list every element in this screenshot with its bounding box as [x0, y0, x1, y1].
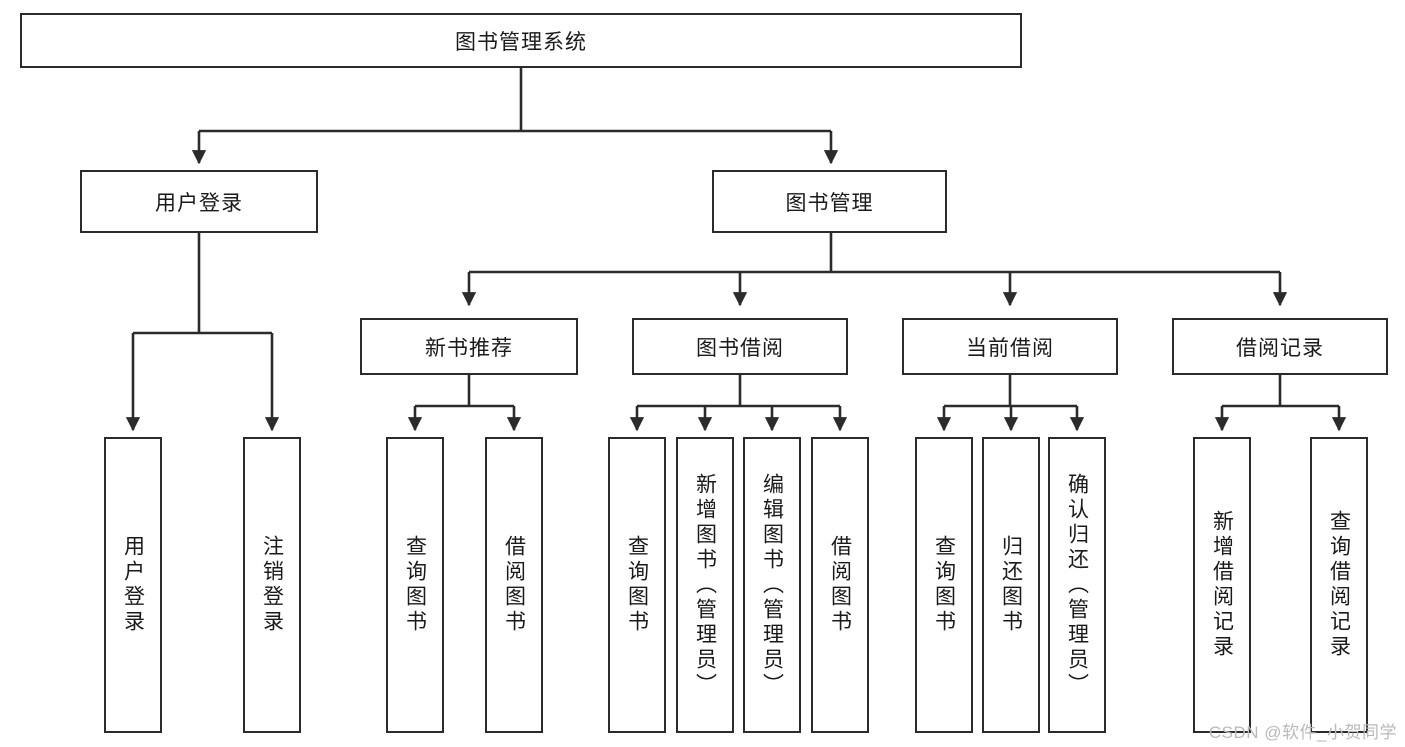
- leaf-current-borrow-confirm-return-admin[interactable]: 确认归还（管理员）: [1048, 437, 1106, 733]
- leaf-current-borrow-return-book[interactable]: 归还图书: [982, 437, 1040, 733]
- leaf-user-login-login[interactable]: 用户登录: [104, 437, 162, 733]
- leaf-borrow-record-query-record[interactable]: 查询借阅记录: [1310, 437, 1368, 733]
- leaf-label: 查询图书: [932, 535, 956, 635]
- node-new-book-recommend[interactable]: 新书推荐: [360, 318, 578, 375]
- leaf-label: 查询图书: [625, 535, 649, 635]
- leaf-label: 归还图书: [999, 535, 1023, 635]
- leaf-new-book-query-book[interactable]: 查询图书: [386, 437, 444, 733]
- leaf-label: 查询借阅记录: [1327, 510, 1351, 660]
- node-book-management[interactable]: 图书管理: [712, 170, 947, 233]
- node-label: 图书管理系统: [455, 30, 587, 54]
- leaf-book-borrow-add-book-admin[interactable]: 新增图书（管理员）: [676, 437, 734, 733]
- leaf-label: 注销登录: [260, 535, 284, 635]
- leaf-label: 借阅图书: [502, 535, 526, 635]
- node-label: 图书借阅: [696, 336, 784, 360]
- leaf-user-login-logout[interactable]: 注销登录: [243, 437, 301, 733]
- node-book-borrow[interactable]: 图书借阅: [632, 318, 848, 375]
- leaf-borrow-record-add-record[interactable]: 新增借阅记录: [1193, 437, 1251, 733]
- node-current-borrow[interactable]: 当前借阅: [902, 318, 1118, 375]
- node-label: 图书管理: [785, 191, 874, 215]
- watermark: CSDN @软件_小贺同学: [1208, 723, 1397, 742]
- leaf-book-borrow-borrow-book[interactable]: 借阅图书: [811, 437, 869, 733]
- leaf-label: 新增图书（管理员）: [693, 472, 717, 698]
- node-label: 当前借阅: [966, 336, 1054, 360]
- leaf-current-borrow-query-book[interactable]: 查询图书: [915, 437, 973, 733]
- leaf-label: 借阅图书: [828, 535, 852, 635]
- leaf-book-borrow-query-book[interactable]: 查询图书: [608, 437, 666, 733]
- leaf-label: 确认归还（管理员）: [1065, 472, 1089, 698]
- leaf-book-borrow-edit-book-admin[interactable]: 编辑图书（管理员）: [743, 437, 801, 733]
- node-root-book-management-system[interactable]: 图书管理系统: [20, 13, 1022, 68]
- leaf-new-book-borrow-book[interactable]: 借阅图书: [485, 437, 543, 733]
- leaf-label: 编辑图书（管理员）: [760, 472, 784, 698]
- node-label: 用户登录: [155, 191, 243, 215]
- leaf-label: 用户登录: [121, 535, 145, 635]
- node-user-login[interactable]: 用户登录: [80, 170, 318, 233]
- leaf-label: 新增借阅记录: [1210, 510, 1234, 660]
- node-label: 新书推荐: [425, 336, 513, 360]
- node-label: 借阅记录: [1236, 336, 1324, 360]
- node-borrow-record[interactable]: 借阅记录: [1172, 318, 1388, 375]
- leaf-label: 查询图书: [403, 535, 427, 635]
